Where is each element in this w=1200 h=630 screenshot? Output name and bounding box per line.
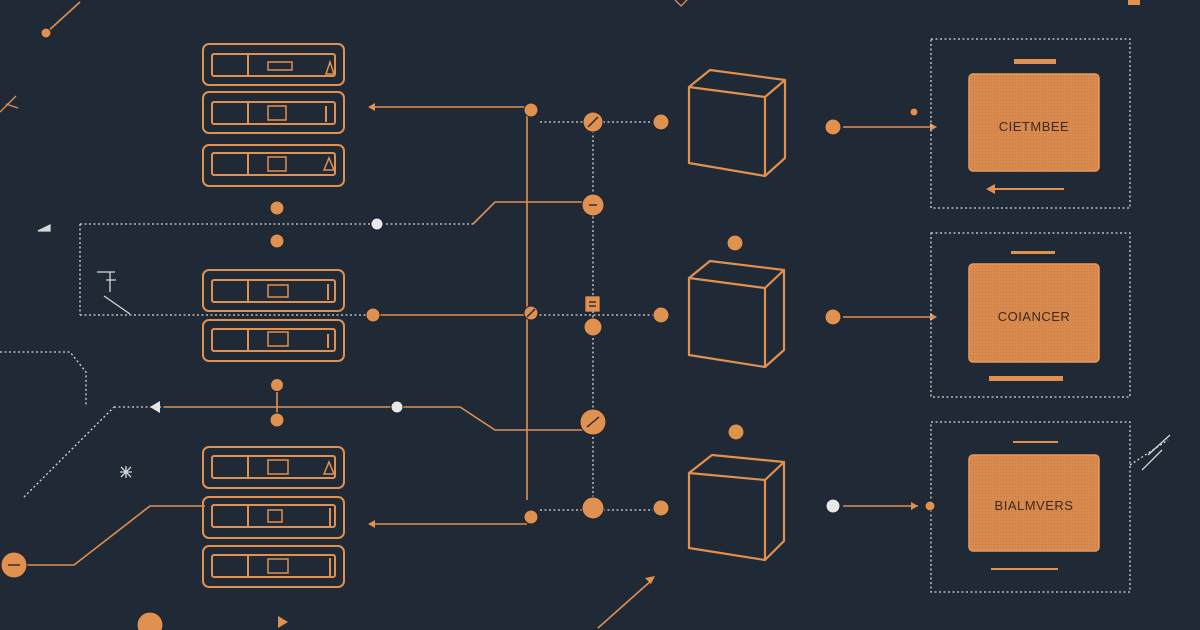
node xyxy=(727,423,745,441)
panel-3-label: BIALMVERS xyxy=(995,498,1074,513)
server-stack-bottom xyxy=(202,446,345,588)
node xyxy=(40,27,52,39)
server-unit xyxy=(202,545,345,588)
node xyxy=(909,107,919,117)
server-unit xyxy=(202,319,345,362)
server-stack-top xyxy=(202,43,345,187)
node xyxy=(652,499,670,517)
cubes xyxy=(687,68,787,562)
panel-1: CIETMBEE xyxy=(968,59,1100,194)
cube-1 xyxy=(687,68,787,178)
node xyxy=(583,317,603,337)
solid-connectors xyxy=(14,1,930,629)
node xyxy=(824,118,842,136)
server-unit xyxy=(202,91,345,134)
node xyxy=(523,102,539,118)
node xyxy=(726,234,744,252)
arrowheads xyxy=(150,103,937,628)
cube-3 xyxy=(687,453,786,562)
node xyxy=(269,233,285,249)
node xyxy=(269,200,285,216)
node xyxy=(523,509,539,525)
node xyxy=(824,308,842,326)
right-panels: CIETMBEE COIANCER BIALMVERS xyxy=(968,59,1100,570)
server-unit xyxy=(202,446,345,489)
server-unit xyxy=(202,43,345,86)
connection-nodes xyxy=(0,27,936,630)
node xyxy=(365,307,381,323)
decorative-marks xyxy=(0,0,1171,478)
server-unit xyxy=(202,269,345,312)
node xyxy=(370,217,384,231)
cube-2 xyxy=(687,259,786,369)
server-stack-middle xyxy=(202,269,345,362)
node-glyphs xyxy=(8,116,600,566)
node xyxy=(924,500,936,512)
pin-head xyxy=(271,379,283,391)
node xyxy=(652,113,670,131)
panel-2: COIANCER xyxy=(968,251,1100,381)
node xyxy=(136,611,164,630)
node xyxy=(581,496,605,520)
node xyxy=(825,498,841,514)
server-unit xyxy=(202,144,345,187)
panel-1-label: CIETMBEE xyxy=(999,119,1069,134)
node xyxy=(390,400,404,414)
panel-2-label: COIANCER xyxy=(998,309,1071,324)
panel-3: BIALMVERS xyxy=(968,441,1100,570)
top-marker xyxy=(1128,0,1140,5)
node xyxy=(269,412,285,428)
server-unit xyxy=(202,496,345,539)
dotted-connectors xyxy=(0,38,1169,593)
node xyxy=(652,306,670,324)
